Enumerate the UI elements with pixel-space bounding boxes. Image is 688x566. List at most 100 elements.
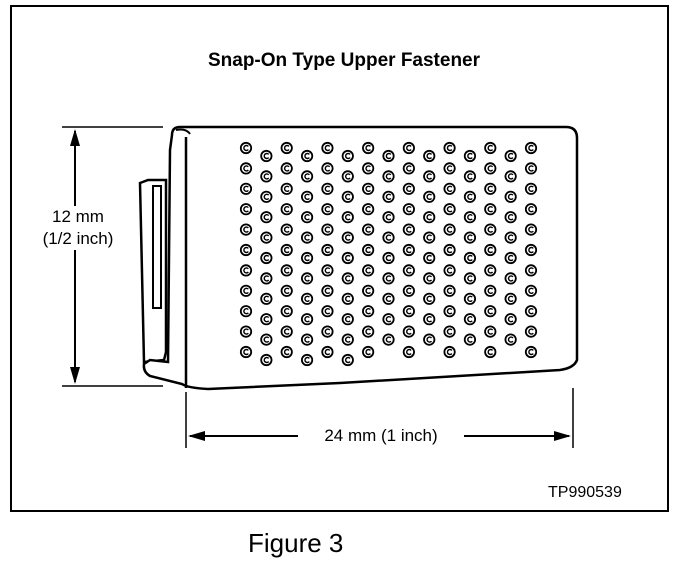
snap-hole-icon — [382, 333, 395, 346]
snap-hole-icon — [382, 313, 395, 326]
snap-hole-icon — [402, 325, 415, 338]
snap-hole-icon — [300, 353, 314, 367]
snap-hole-icon — [280, 284, 293, 297]
snap-hole-icon — [423, 333, 436, 346]
diagram-title: Snap-On Type Upper Fastener — [207, 50, 481, 71]
snap-hole-icon — [239, 243, 253, 257]
snap-hole-icon — [402, 141, 415, 155]
snap-hole-icon — [280, 345, 293, 359]
snap-hole-icon — [239, 141, 253, 155]
snap-hole-icon — [402, 223, 415, 236]
snap-hole-icon — [260, 190, 273, 203]
snap-hole-icon — [321, 182, 334, 195]
snap-hole-icon — [300, 272, 314, 285]
snap-hole-icon — [443, 284, 456, 297]
snap-hole-icon — [239, 345, 253, 359]
snap-hole-icon — [402, 305, 415, 318]
snap-hole-icon — [524, 182, 538, 195]
snap-hole-icon — [260, 149, 273, 163]
snap-hole-icon — [300, 251, 314, 265]
snap-hole-icon — [423, 170, 436, 183]
snap-hole-icon — [484, 141, 497, 155]
snap-hole-icon — [524, 223, 538, 236]
snap-hole-icon — [402, 284, 415, 297]
snap-hole-icon — [362, 162, 375, 175]
height-label-inch: (1/2 inch) — [42, 229, 114, 248]
snap-hole-icon — [443, 203, 456, 216]
snap-hole-icon — [280, 264, 293, 277]
snap-hole-icon — [362, 264, 375, 277]
snap-hole-icon — [484, 223, 497, 236]
height-label: 12 mm (1/2 inch) — [24, 206, 132, 250]
width-arrow-left-icon — [188, 431, 205, 441]
snap-hole-icon — [321, 162, 334, 175]
snap-hole-icon — [504, 149, 517, 163]
snap-hole-icon — [321, 141, 334, 155]
width-arrow-right-icon — [554, 431, 571, 441]
snap-hole-icon — [280, 325, 293, 338]
snap-hole-icon — [362, 203, 375, 216]
height-arrow-top-icon — [70, 129, 80, 146]
snap-hole-icon — [402, 203, 415, 216]
snap-hole-icon — [463, 333, 477, 346]
fastener-clip-slot — [152, 185, 162, 309]
snap-hole-icon — [504, 231, 517, 244]
snap-hole-icon — [280, 203, 293, 216]
snap-hole-icon — [504, 313, 517, 326]
snap-hole-icon — [484, 325, 497, 338]
figure-caption: Figure 3 — [248, 528, 344, 558]
diagram-frame — [10, 5, 669, 512]
figure-code: TP990539 — [548, 484, 622, 501]
snap-hole-icon — [484, 305, 497, 318]
snap-hole-icon — [321, 345, 334, 359]
snap-hole-icon — [300, 170, 314, 183]
snap-hole-icon — [300, 333, 314, 346]
snap-hole-icon — [382, 251, 395, 265]
snap-hole-icon — [463, 231, 477, 244]
snap-hole-icon — [321, 305, 334, 318]
snap-hole-icon — [382, 149, 395, 163]
snap-hole-icon — [260, 313, 273, 326]
snap-hole-icon — [402, 264, 415, 277]
snap-hole-icon — [524, 325, 538, 338]
snap-hole-icon — [300, 211, 314, 224]
snap-hole-icon — [524, 203, 538, 216]
snap-hole-icon — [504, 333, 517, 346]
snap-hole-icon — [341, 292, 354, 305]
snap-hole-icon — [463, 211, 477, 224]
snap-hole-icon — [423, 211, 436, 224]
height-label-mm: 12 mm — [52, 207, 104, 226]
snap-hole-icon — [504, 292, 517, 305]
snap-hole-icon — [300, 149, 314, 163]
snap-hole-icon — [280, 162, 293, 175]
snap-hole-icon — [280, 243, 293, 257]
snap-hole-icon — [300, 313, 314, 326]
snap-hole-icon — [321, 264, 334, 277]
snap-hole-icon — [443, 223, 456, 236]
snap-hole-icon — [484, 243, 497, 257]
snap-hole-icon — [382, 292, 395, 305]
snap-hole-icon — [423, 313, 436, 326]
snap-hole-icon — [260, 251, 273, 265]
snap-hole-icon — [260, 353, 273, 367]
snap-hole-icon — [362, 223, 375, 236]
snap-hole-icon — [300, 231, 314, 244]
snap-hole-icon — [382, 272, 395, 285]
snap-hole-icon — [239, 182, 253, 195]
snap-hole-icon — [504, 272, 517, 285]
snap-hole-icon — [239, 203, 253, 216]
snap-hole-icon — [423, 292, 436, 305]
snap-hole-icon — [443, 345, 456, 359]
snap-hole-icon — [443, 141, 456, 155]
snap-hole-icon — [524, 345, 538, 359]
snap-hole-icon — [260, 272, 273, 285]
snap-hole-icon — [382, 231, 395, 244]
snap-hole-icon — [423, 149, 436, 163]
snap-hole-icon — [484, 162, 497, 175]
snap-hole-icon — [341, 190, 354, 203]
snap-hole-icon — [239, 264, 253, 277]
snap-hole-icon — [341, 353, 354, 367]
snap-hole-icon — [524, 243, 538, 257]
snap-hole-icon — [341, 272, 354, 285]
